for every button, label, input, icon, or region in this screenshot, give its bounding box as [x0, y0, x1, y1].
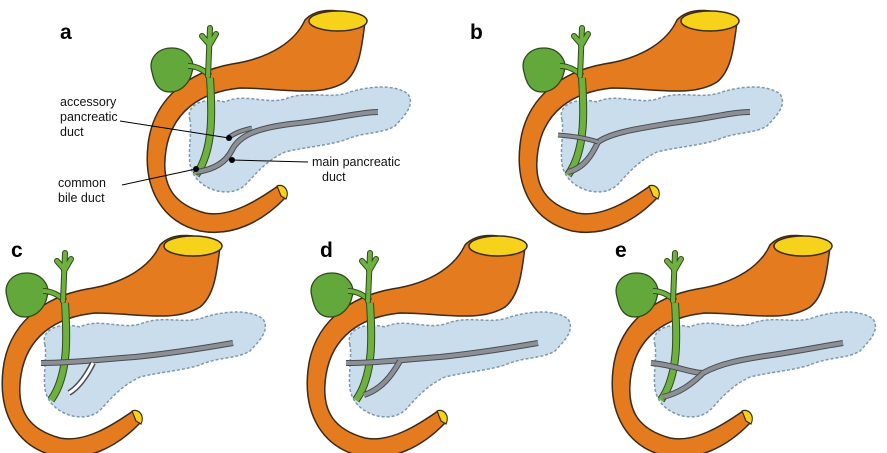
- panel-e: e: [612, 235, 875, 453]
- main-callout-label: main pancreatic duct: [312, 155, 404, 184]
- panel-b: b: [470, 10, 782, 232]
- panel-c: c: [2, 235, 265, 453]
- common-callout-label: common bile duct: [58, 176, 109, 205]
- panel-label-a: a: [60, 21, 72, 44]
- panel-label-e: e: [615, 239, 627, 262]
- common-callout-dot: [193, 166, 199, 172]
- main-callout-dot: [229, 157, 235, 163]
- accessory-callout-dot: [226, 135, 232, 141]
- panel-a: a accessory pancreatic duct main pancrea…: [58, 10, 410, 232]
- panel-label-c: c: [11, 239, 23, 262]
- panel-d: d: [307, 235, 570, 453]
- accessory-callout-label: accessory pancreatic duct: [60, 95, 121, 139]
- panel-label-b: b: [470, 21, 483, 44]
- panel-label-d: d: [320, 239, 333, 262]
